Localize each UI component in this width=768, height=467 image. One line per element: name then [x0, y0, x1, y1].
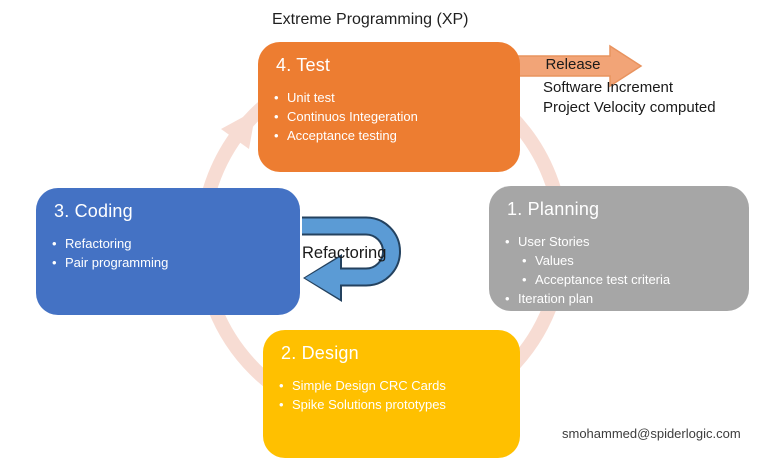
- bullet-item: • Iteration plan: [505, 289, 735, 308]
- refactoring-label: Refactoring: [302, 244, 387, 262]
- release-label: Release: [545, 56, 601, 73]
- bullet-dot: •: [274, 128, 279, 143]
- bullet-dot: •: [274, 90, 279, 105]
- release-result-text: Software Increment Project Velocity comp…: [543, 78, 716, 117]
- coding-box: 3. Coding • Refactoring • Pair programming: [36, 188, 300, 315]
- bullet-dot: •: [279, 378, 284, 393]
- test-box-bullets: • Unit test • Continuos Integeration • Accept…: [274, 88, 506, 145]
- bullet-item: • Simple Design CRC Cards: [279, 376, 506, 395]
- bullet-text: Spike Solutions prototypes: [292, 397, 446, 412]
- bullet-text: Values: [535, 253, 574, 268]
- coding-box-title: 3. Coding: [54, 201, 133, 221]
- planning-box: 1. Planning • User Stories • Values • Accepta…: [489, 186, 749, 311]
- bullet-text: Pair programming: [65, 255, 169, 270]
- bullet-item: • Unit test: [274, 88, 506, 107]
- bullet-dot: •: [274, 109, 279, 124]
- bullet-dot: •: [52, 255, 57, 270]
- test-box-title: 4. Test: [276, 55, 331, 75]
- planning-box-title: 1. Planning: [507, 199, 600, 219]
- test-box: 4. Test • Unit test • Continuos Integeratio…: [258, 42, 520, 172]
- planning-box-bullets: • User Stories • Values • Acceptance test cri…: [505, 232, 735, 308]
- bullet-text: Acceptance testing: [287, 128, 397, 143]
- cycle-arrowhead-icon: [221, 110, 256, 149]
- bullet-item: • Pair programming: [52, 253, 286, 272]
- bullet-item: • Acceptance test criteria: [522, 270, 735, 289]
- bullet-item: • Acceptance testing: [274, 126, 506, 145]
- bullet-text: Unit test: [287, 90, 335, 105]
- bullet-dot: •: [505, 291, 510, 306]
- bullet-item: • Values: [522, 251, 735, 270]
- design-box-title: 2. Design: [281, 343, 359, 363]
- bullet-dot: •: [522, 272, 527, 287]
- diagram-title: Extreme Programming (XP): [272, 11, 469, 28]
- bullet-item: • User Stories: [505, 232, 735, 251]
- release-result-line: Project Velocity computed: [543, 98, 716, 116]
- bullet-text: Iteration plan: [518, 291, 594, 306]
- footer-email: smohammed@spiderlogic.com: [562, 426, 741, 441]
- bullet-item: • Spike Solutions prototypes: [279, 395, 506, 414]
- bullet-item: • Continuos Integeration: [274, 107, 506, 126]
- bullet-dot: •: [279, 397, 284, 412]
- bullet-dot: •: [522, 253, 527, 268]
- design-box-bullets: • Simple Design CRC Cards • Spike Solutions…: [279, 376, 506, 414]
- bullet-text: Refactoring: [65, 236, 132, 251]
- design-box: 2. Design • Simple Design CRC Cards • Spike…: [263, 330, 520, 458]
- bullet-text: Simple Design CRC Cards: [292, 378, 446, 393]
- bullet-text: User Stories: [518, 234, 590, 249]
- coding-box-bullets: • Refactoring • Pair programming: [52, 234, 286, 272]
- bullet-dot: •: [505, 234, 510, 249]
- bullet-text: Continuos Integeration: [287, 109, 418, 124]
- bullet-item: • Refactoring: [52, 234, 286, 253]
- bullet-dot: •: [52, 236, 57, 251]
- bullet-text: Acceptance test criteria: [535, 272, 671, 287]
- refactoring-arrowhead-icon: [305, 257, 340, 299]
- release-result-line: Software Increment: [543, 79, 674, 96]
